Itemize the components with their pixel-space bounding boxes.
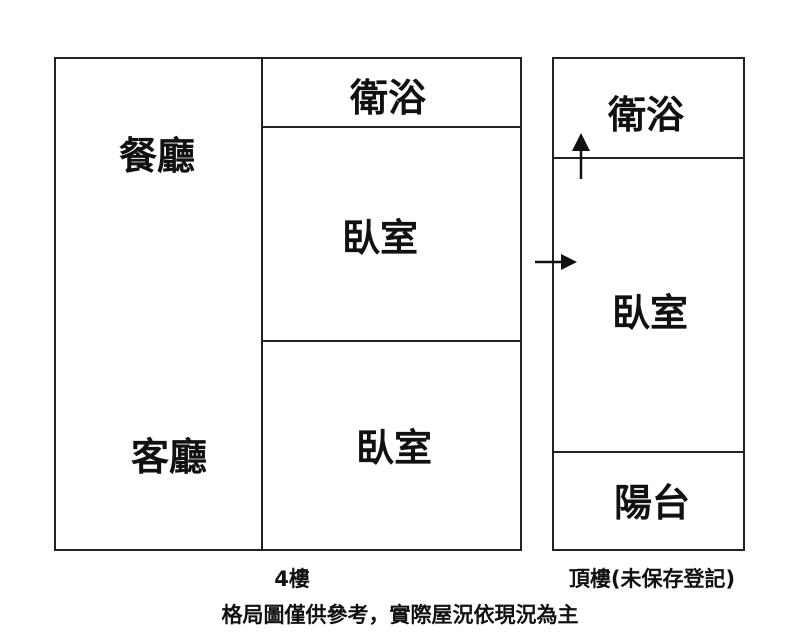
floor4-divider-bedrooms [261,340,522,342]
room-label-bedroom-lower: 臥室 [355,426,433,470]
top-floor-divider-balcony [552,451,745,453]
top-floor-divider-bathroom [552,157,745,159]
floor4-divider-bathroom [261,126,522,128]
room-label-bedroom-upper: 臥室 [341,216,419,260]
room-label-bedroom-top: 臥室 [611,291,689,335]
top-floor-caption: 頂樓(未保存登記) [568,567,736,591]
floor4-divider-vertical [261,57,263,551]
floor4-plan-outline [54,57,522,551]
disclaimer-text: 格局圖僅供參考，實際屋況依現況為主 [221,603,579,627]
room-label-bathroom-floor4: 衛浴 [349,76,427,120]
room-label-living: 客廳 [130,435,208,479]
room-label-balcony: 陽台 [613,481,691,525]
arrow-up-icon [572,133,590,179]
top-floor-plan-outline [552,57,745,551]
room-label-bathroom-top: 衛浴 [607,93,685,137]
room-label-dining: 餐廳 [118,134,196,178]
arrow-right-icon [535,254,577,270]
floor4-caption: 4樓 [274,567,310,591]
